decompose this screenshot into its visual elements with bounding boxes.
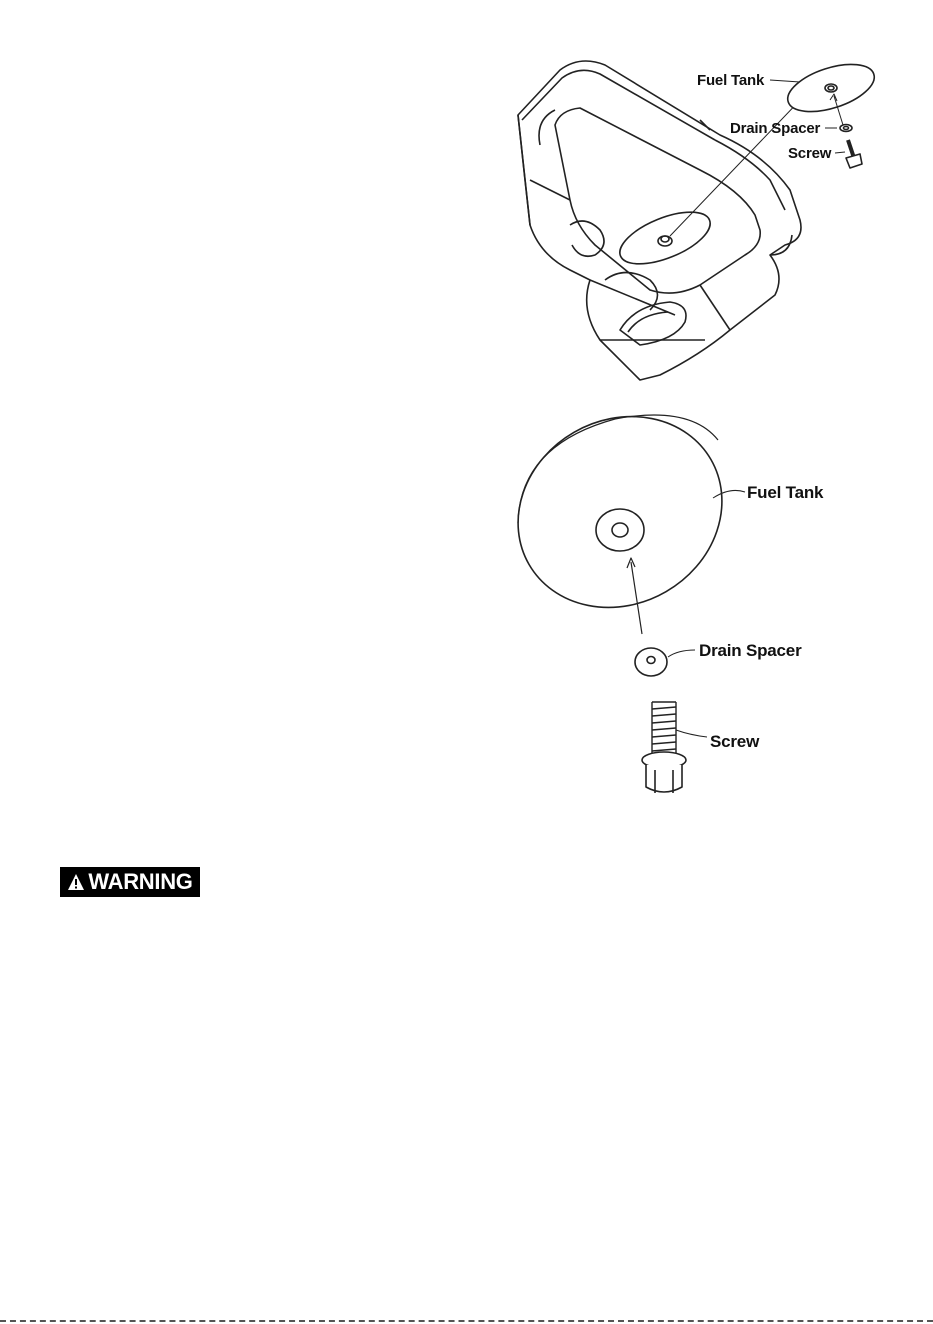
page-bottom-rule: [0, 1320, 933, 1322]
label-fuel-tank: Fuel Tank: [747, 483, 824, 502]
warning-label: WARNING: [60, 867, 200, 897]
drain-detail-drawing: Fuel Tank Drain Spacer Screw: [500, 405, 920, 815]
warning-text: WARNING: [88, 869, 192, 895]
label-drain-spacer: Drain Spacer: [699, 641, 802, 660]
fuel-tank-assembly-figure: Fuel Tank Drain Spacer Screw: [500, 40, 910, 385]
label-screw: Screw: [710, 732, 760, 751]
label-screw: Screw: [788, 145, 832, 162]
warning-triangle-icon: [67, 873, 85, 891]
drain-detail-figure: Fuel Tank Drain Spacer Screw: [500, 405, 920, 815]
label-drain-spacer: Drain Spacer: [730, 120, 821, 137]
fuel-tank-underside-drawing: Fuel Tank Drain Spacer Screw: [500, 40, 910, 385]
label-fuel-tank: Fuel Tank: [697, 72, 765, 89]
